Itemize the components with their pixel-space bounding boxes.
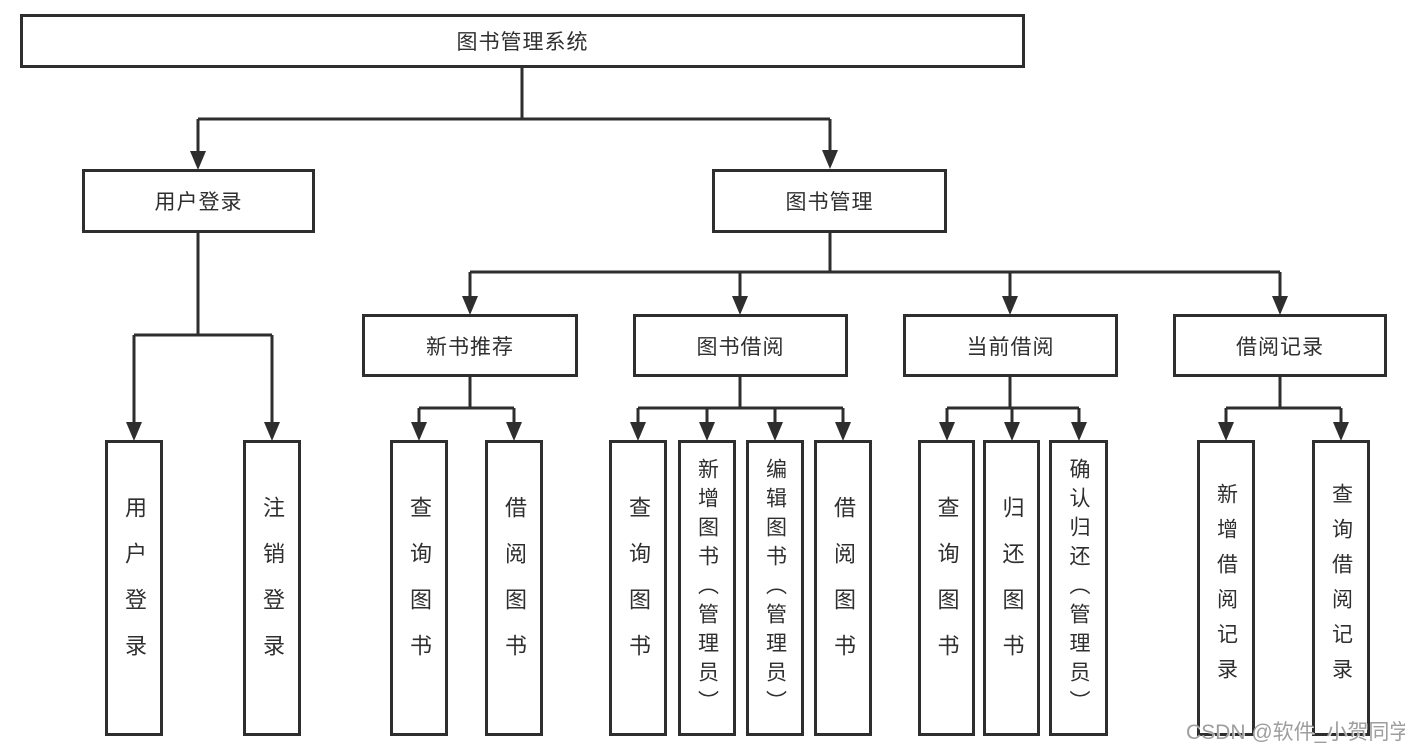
node-book-management: 图书管理 <box>712 169 947 233</box>
node-label: 图书管理系统 <box>456 31 589 54</box>
node-current-borrowing: 当前借阅 <box>903 314 1118 377</box>
node-book-borrowing: 图书借阅 <box>633 314 848 377</box>
node-borrowing-records: 借阅记录 <box>1173 314 1387 377</box>
node-label: 新书推荐 <box>426 335 514 359</box>
node-label: 新增图书（管理员） <box>695 457 719 719</box>
node-label: 编辑图书（管理员） <box>763 457 787 719</box>
node-label: 借阅图书 <box>502 496 527 680</box>
leaf-query-books-borrowing: 查询图书 <box>609 440 667 736</box>
node-label: 归还图书 <box>999 496 1025 680</box>
leaf-edit-book-admin: 编辑图书（管理员） <box>746 440 804 736</box>
node-label: 借阅图书 <box>831 496 856 680</box>
node-new-book-recommendation: 新书推荐 <box>362 314 578 377</box>
leaf-query-borrow-record: 查询借阅记录 <box>1312 440 1370 736</box>
node-label: 查询图书 <box>407 496 432 680</box>
leaf-add-book-admin: 新增图书（管理员） <box>678 440 736 736</box>
node-label: 当前借阅 <box>966 335 1055 359</box>
leaf-query-books-current: 查询图书 <box>918 440 975 736</box>
node-label: 用户登录 <box>122 496 147 680</box>
leaf-add-borrow-record: 新增借阅记录 <box>1197 440 1255 736</box>
leaf-logout: 注销登录 <box>243 440 301 736</box>
node-user-login: 用户登录 <box>82 169 315 233</box>
leaf-borrow-books-recommend: 借阅图书 <box>485 440 543 736</box>
leaf-borrow-books: 借阅图书 <box>814 440 872 736</box>
leaf-return-book: 归还图书 <box>983 440 1040 736</box>
node-label: 图书管理 <box>785 191 874 214</box>
node-label: 查询借阅记录 <box>1329 483 1353 693</box>
node-label: 注销登录 <box>260 496 285 680</box>
node-label: 图书借阅 <box>696 335 785 359</box>
node-label: 查询图书 <box>626 496 651 680</box>
leaf-query-books-recommend: 查询图书 <box>390 440 448 736</box>
node-label: 用户登录 <box>154 191 243 214</box>
node-label: 确认归还（管理员） <box>1067 457 1090 719</box>
leaf-confirm-return-admin: 确认归还（管理员） <box>1049 440 1108 736</box>
node-library-management-system: 图书管理系统 <box>20 14 1025 68</box>
csdn-watermark: CSDN @软件_小贺同学 <box>1186 721 1405 744</box>
node-label: 查询图书 <box>934 496 960 680</box>
node-label: 借阅记录 <box>1236 335 1324 359</box>
leaf-user-login: 用户登录 <box>105 440 163 736</box>
node-label: 新增借阅记录 <box>1214 483 1238 693</box>
